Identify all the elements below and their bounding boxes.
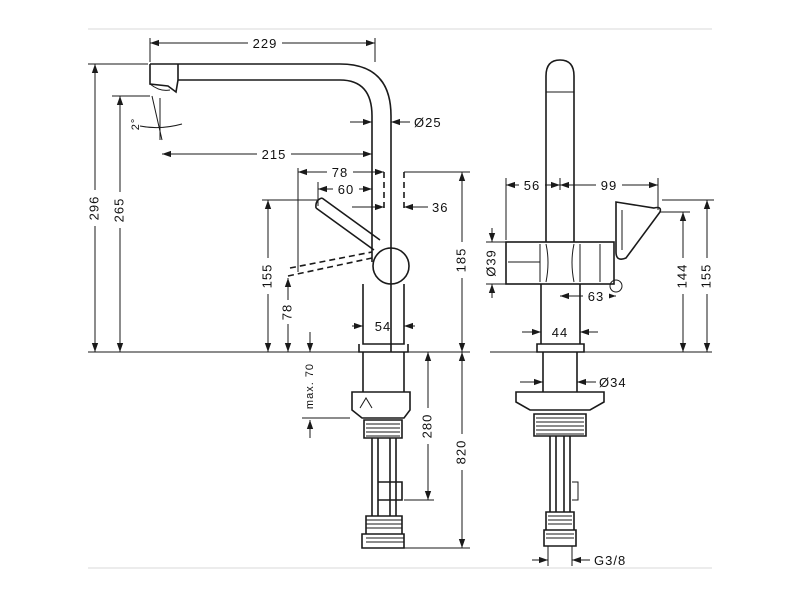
dim-label-height-lever-top: 185 bbox=[453, 248, 468, 273]
dim-label-reach-total: 229 bbox=[253, 36, 278, 51]
front-mounting-plate bbox=[515, 391, 605, 411]
faucet-body bbox=[362, 284, 405, 345]
front-view bbox=[490, 59, 712, 547]
dim-label-height-144: 144 bbox=[674, 264, 689, 289]
side-view-dimensions: 229 2° 215 Ø25 78 60 36 296 bbox=[86, 36, 470, 549]
dim-label-handle-offset: 63 bbox=[588, 289, 604, 304]
dim-label-lever-offset-60: 60 bbox=[338, 182, 354, 197]
dim-label-height-total: 296 bbox=[86, 196, 101, 221]
dim-label-lever-low: 78 bbox=[279, 304, 294, 320]
dim-label-height-lever: 155 bbox=[259, 264, 274, 289]
dim-label-base-width: 44 bbox=[552, 325, 568, 340]
front-hose-fittings bbox=[543, 511, 577, 547]
dim-label-thread: G3/8 bbox=[594, 553, 626, 568]
lever-handle bbox=[315, 197, 381, 251]
faucet-base bbox=[358, 344, 409, 353]
front-base bbox=[536, 284, 585, 353]
dim-label-base-diameter: Ø34 bbox=[599, 375, 627, 390]
lever-alt-position bbox=[287, 251, 373, 277]
dim-label-spout-diameter: Ø25 bbox=[414, 115, 442, 130]
dim-label-height-155: 155 bbox=[698, 264, 713, 289]
front-nut-threads bbox=[536, 417, 584, 435]
dim-label-lever-offset-78: 78 bbox=[332, 165, 348, 180]
spout-inner-line bbox=[178, 79, 373, 262]
lever-pivot-dashed-extension bbox=[383, 172, 405, 210]
dim-label-shank-length: 280 bbox=[419, 414, 434, 439]
body-block-detail bbox=[508, 243, 601, 283]
swivel-angle-arc bbox=[139, 123, 183, 129]
dim-label-swivel-angle: 2° bbox=[130, 118, 142, 131]
lever-pivot bbox=[372, 247, 410, 285]
spout-column bbox=[545, 92, 575, 242]
dim-label-max-deck: max. 70 bbox=[304, 363, 316, 409]
threaded-nut bbox=[363, 419, 403, 439]
hose-clip bbox=[378, 481, 403, 501]
shank-upper bbox=[362, 352, 405, 392]
aerator-outlet bbox=[149, 83, 171, 91]
dim-label-left-offset: 56 bbox=[524, 178, 540, 193]
dim-label-right-offset: 99 bbox=[601, 178, 617, 193]
front-shank bbox=[542, 352, 578, 392]
front-threaded-nut bbox=[533, 413, 587, 437]
hose-fittings bbox=[361, 515, 405, 549]
nut-threads bbox=[366, 423, 400, 437]
dim-label-body-width: 54 bbox=[375, 319, 391, 334]
dim-label-lever-width: 36 bbox=[432, 200, 448, 215]
spout-cap bbox=[545, 59, 575, 92]
spout-head bbox=[149, 64, 179, 94]
supply-hoses bbox=[371, 438, 397, 516]
mounting-plate-tab bbox=[359, 397, 373, 409]
front-hoses bbox=[549, 436, 571, 512]
dim-label-height-aerator: 265 bbox=[111, 198, 126, 223]
front-view-dimensions: 56 99 Ø39 63 144 155 44 Ø34 bbox=[483, 178, 715, 568]
dim-label-reach-aerator: 215 bbox=[262, 147, 287, 162]
dim-label-hose-length: 820 bbox=[453, 440, 468, 465]
body-block bbox=[505, 241, 615, 285]
fitting-threads bbox=[366, 519, 404, 543]
dim-label-diameter-39: Ø39 bbox=[483, 249, 498, 277]
side-view bbox=[88, 63, 470, 549]
mounting-plate bbox=[351, 391, 411, 419]
pull-out-handle bbox=[615, 201, 662, 260]
spout-body bbox=[150, 63, 392, 352]
